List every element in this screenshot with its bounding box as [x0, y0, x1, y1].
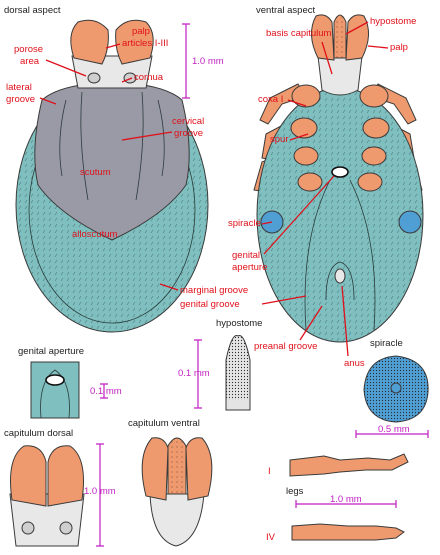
hypostome-detail: hypostome 0.1 mm	[178, 318, 262, 411]
capitulum-ventral-palp-left	[141, 437, 169, 501]
title-spiracle: spiracle	[370, 338, 403, 349]
label-porose: porose	[14, 44, 43, 55]
label-leg-first: I	[268, 466, 271, 477]
ventral-labels: ventral aspect hypostome basis capitulum…	[180, 5, 416, 369]
title-hypostome: hypostome	[216, 318, 262, 329]
dorsal-scale-bar: 1.0 mm	[182, 23, 224, 99]
title-dorsal: dorsal aspect	[4, 5, 61, 16]
label-genital-groove: genital groove	[180, 299, 240, 310]
label-leg-fourth: IV	[266, 532, 276, 543]
ventral-basis-capitulum	[317, 55, 363, 96]
leg-first	[289, 453, 409, 477]
capitulum-ventral-detail: capitulum ventral	[128, 418, 213, 547]
spiracle-detail: spiracle 0.5 mm	[355, 338, 429, 438]
label-lateral-groove: groove	[6, 94, 35, 105]
leg-fourth	[291, 523, 405, 541]
svg-text:0.1 mm: 0.1 mm	[178, 368, 210, 379]
dorsal-view	[15, 19, 209, 333]
svg-text:1.0 mm: 1.0 mm	[84, 486, 116, 497]
ventral-palp-left	[311, 14, 335, 61]
ventral-palp-right	[345, 14, 369, 61]
label-genital-aperture: aperture	[232, 262, 267, 273]
label-hypostome: hypostome	[370, 16, 416, 27]
title-legs: legs	[286, 486, 304, 497]
genital-aperture-panel	[30, 361, 80, 419]
label-cornua: cornua	[134, 72, 164, 83]
label-lateral: lateral	[6, 82, 32, 93]
capitulum-dorsal-palp-right	[47, 445, 84, 507]
ventral-coxae	[290, 84, 390, 192]
label-basis-capitulum: basis capitulum	[266, 28, 332, 39]
label-palp-articles: articles I-III	[122, 38, 168, 49]
ventral-anus	[334, 268, 346, 284]
label-spur: spur	[270, 134, 288, 145]
title-genital-aperture: genital aperture	[18, 346, 84, 357]
dorsal-labels: dorsal aspect palp articles I-III porose…	[4, 5, 248, 296]
label-genital: genital	[232, 250, 260, 261]
ventral-genital-aperture	[331, 166, 349, 178]
svg-text:0.5 mm: 0.5 mm	[378, 424, 410, 435]
label-cervical-groove: groove	[174, 128, 203, 139]
ventral-spiracle-right	[398, 210, 422, 234]
label-coxa: coxa I	[258, 94, 283, 105]
title-capitulum-dorsal: capitulum dorsal	[4, 428, 73, 439]
label-anus: anus	[344, 358, 365, 369]
dorsal-palp-left	[70, 19, 109, 65]
label-alloscutum: alloscutum	[72, 229, 117, 240]
label-scutum: scutum	[80, 167, 111, 178]
label-palp: palp	[132, 26, 150, 37]
svg-text:1.0 mm: 1.0 mm	[330, 494, 362, 505]
title-ventral: ventral aspect	[256, 5, 316, 16]
svg-text:0.1 mm: 0.1 mm	[90, 386, 122, 397]
label-marginal-groove: marginal groove	[180, 285, 248, 296]
legs-detail: I legs 1.0 mm IV	[266, 453, 409, 543]
label-preanal-groove: preanal groove	[254, 341, 317, 352]
capitulum-dorsal-palp-left	[10, 445, 47, 507]
label-porose-area: area	[20, 56, 40, 67]
capitulum-dorsal-detail: capitulum dorsal 1.0 mm	[4, 428, 116, 547]
svg-text:1.0 mm: 1.0 mm	[192, 56, 224, 67]
dorsal-palp-right	[115, 19, 154, 65]
label-spiracle: spiracle	[228, 218, 261, 229]
label-palp-ventral: palp	[390, 42, 408, 53]
title-capitulum-ventral: capitulum ventral	[128, 418, 200, 429]
genital-aperture-detail: genital aperture 0.1 mm	[18, 346, 122, 419]
capitulum-ventral-palp-right	[185, 437, 213, 501]
label-cervical: cervical	[172, 116, 204, 127]
ventral-view	[253, 14, 424, 343]
capitulum-ventral-base	[149, 493, 205, 547]
